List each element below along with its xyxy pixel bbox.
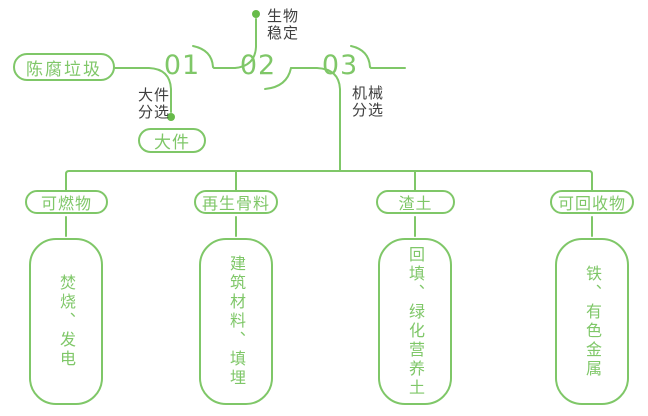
line-source-to-step1 — [114, 67, 172, 113]
line-step2-up — [234, 18, 257, 69]
result-text: 铁、有色金属 — [583, 264, 602, 379]
bulky-branch-dot — [167, 113, 175, 121]
step-3-label-mechanical-sorting: 机械 分选 — [352, 84, 385, 119]
result-box-backfill: 回填、绿化营养土 — [378, 238, 452, 405]
result-text: 建筑材料、填埋 — [227, 255, 246, 388]
step-3-number: 03 — [321, 50, 359, 81]
category-combustibles: 可燃物 — [25, 190, 108, 214]
category-recyclables: 可回收物 — [550, 190, 634, 214]
source-label: 陈腐垃圾 — [26, 59, 102, 80]
result-text: 回填、绿化营养土 — [406, 245, 425, 398]
category-slag-soil: 渣土 — [376, 190, 455, 214]
branch-connector-bar — [65, 170, 593, 191]
result-box-metals: 铁、有色金属 — [555, 238, 629, 405]
result-box-building-materials: 建筑材料、填埋 — [199, 238, 273, 405]
step-2-number: 02 — [239, 50, 277, 81]
arc-step1 — [192, 45, 236, 69]
step-1-number: 01 — [163, 50, 201, 81]
step-2-label-bio-stabilization: 生物 稳定 — [267, 7, 300, 42]
result-box-incineration: 焚烧、发电 — [29, 238, 103, 405]
bio-stable-dot — [252, 10, 260, 18]
result-text: 焚烧、发电 — [57, 274, 76, 369]
bulky-item-label: 大件 — [154, 133, 190, 153]
arc-step2 — [264, 67, 292, 90]
source-node: 陈腐垃圾 — [13, 53, 115, 81]
category-label: 可燃物 — [40, 194, 92, 213]
step-1-label-bulky-sorting: 大件 分选 — [138, 86, 171, 121]
category-label: 可回收物 — [557, 194, 626, 213]
arc-step3 — [350, 45, 406, 69]
category-recycled-aggregate: 再生骨料 — [194, 190, 278, 214]
bulky-item-node: 大件 — [138, 128, 206, 153]
category-label: 再生骨料 — [201, 194, 270, 213]
line-step2-to-step3 — [290, 67, 341, 172]
category-label: 渣土 — [398, 194, 433, 213]
